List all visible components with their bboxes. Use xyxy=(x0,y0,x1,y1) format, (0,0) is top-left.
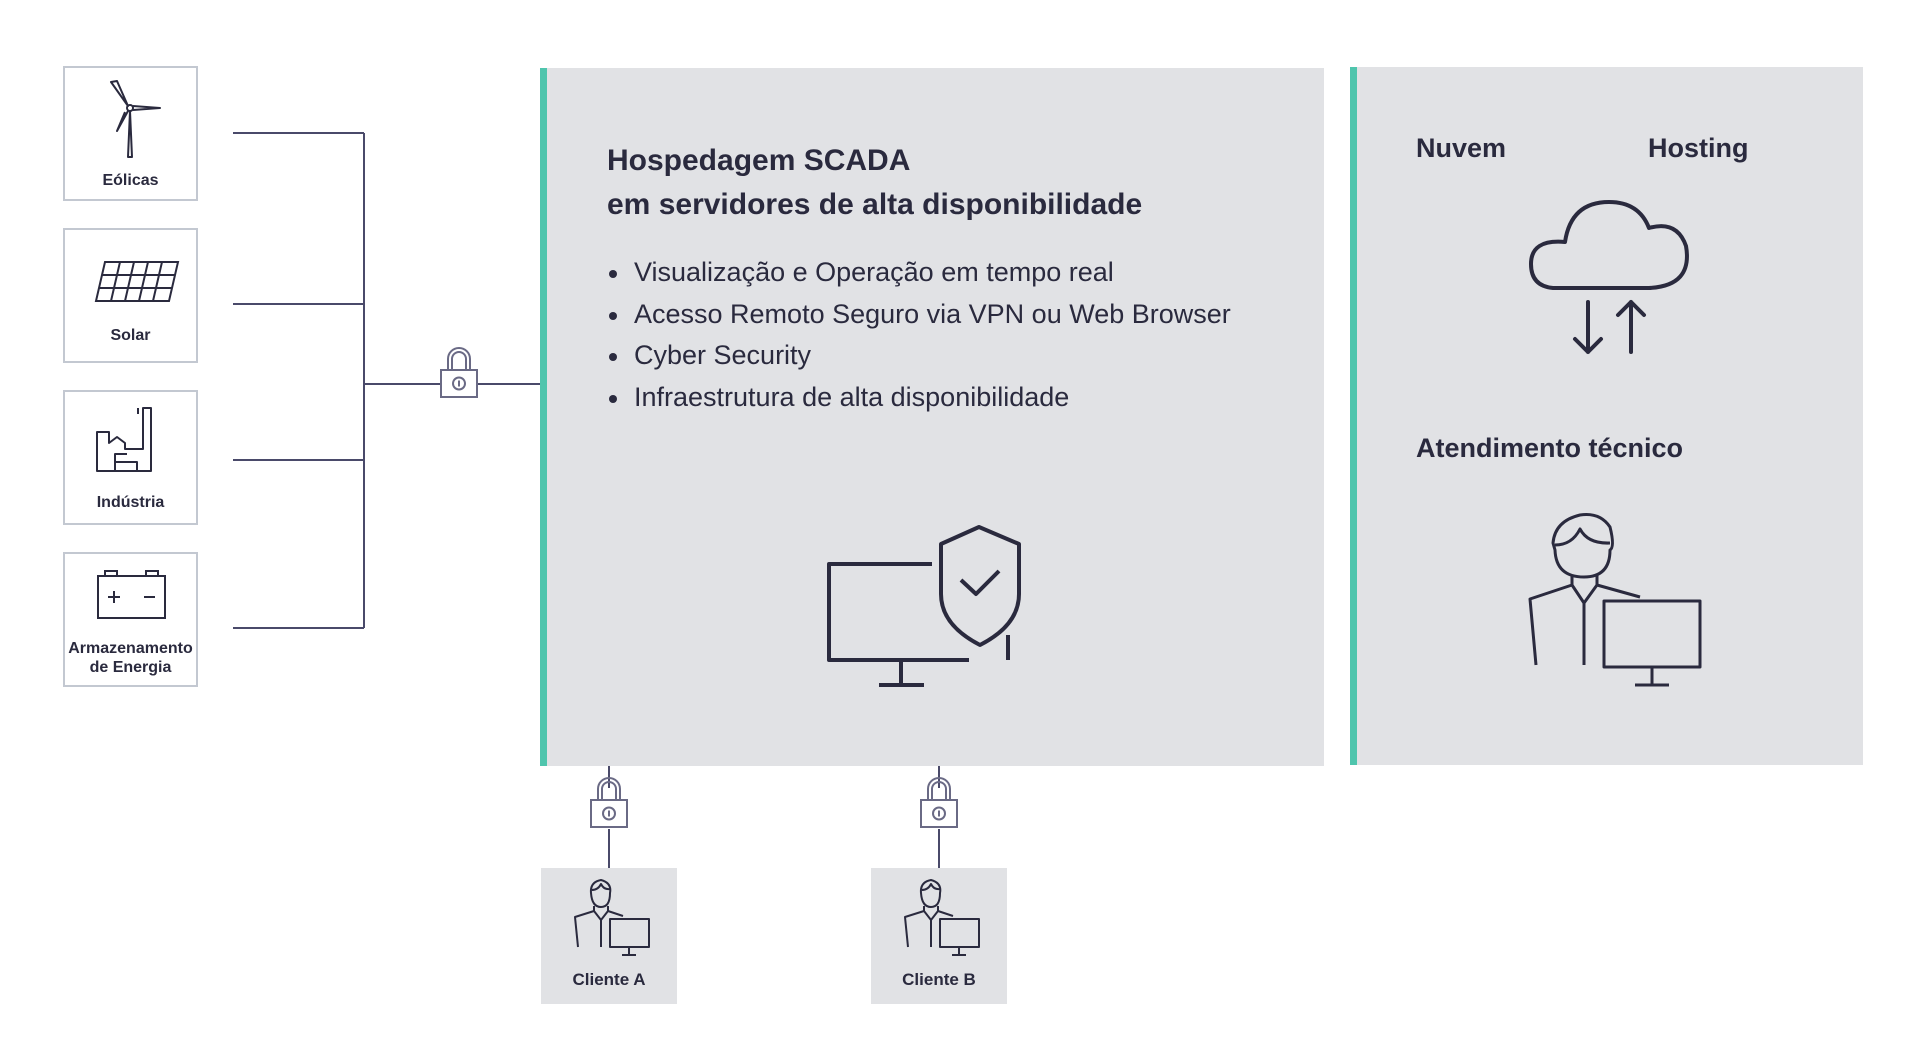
source-card-industria: Indústria xyxy=(63,390,198,525)
panel-title: Hospedagem SCADA em servidores de alta d… xyxy=(607,139,1142,227)
feature-list: Visualização e Operação em tempo real Ac… xyxy=(607,252,1231,418)
padlock-icon xyxy=(920,777,958,828)
client-card-b: Cliente B xyxy=(871,868,1007,1004)
battery-icon xyxy=(97,570,166,619)
cloud-hosting-panel: Nuvem Hosting Atendimento técnico xyxy=(1350,67,1863,765)
factory-icon xyxy=(96,407,152,472)
source-label: Indústria xyxy=(96,494,165,511)
client-label: Cliente A xyxy=(572,970,646,989)
feature-item: Cyber Security xyxy=(607,335,1231,377)
padlock-icon xyxy=(590,777,628,828)
feature-item: Acesso Remoto Seguro via VPN ou Web Brow… xyxy=(607,294,1231,336)
source-label: Eólicas xyxy=(102,172,159,189)
source-card-eolicas: Eólicas xyxy=(63,66,198,201)
user-computer-icon xyxy=(904,879,980,956)
cloud-heading: Nuvem xyxy=(1416,133,1507,163)
client-card-a: Cliente A xyxy=(541,868,677,1004)
cloud-sync-icon xyxy=(1529,200,1689,354)
scada-hosting-panel: Hospedagem SCADA em servidores de alta d… xyxy=(540,68,1324,766)
hosting-heading: Hosting xyxy=(1648,133,1749,163)
source-label: Armazenamento xyxy=(68,640,193,657)
feature-item: Infraestrutura de alta disponibilidade xyxy=(607,377,1231,419)
solar-panel-icon xyxy=(94,261,180,302)
wind-turbine-icon xyxy=(110,80,161,158)
source-label: de Energia xyxy=(89,659,172,676)
client-label: Cliente B xyxy=(902,970,976,989)
user-computer-icon xyxy=(574,879,650,956)
source-card-solar: Solar xyxy=(63,228,198,363)
feature-item: Visualização e Operação em tempo real xyxy=(607,252,1231,294)
support-heading: Atendimento técnico xyxy=(1416,433,1684,463)
source-card-armazenamento: Armazenamento de Energia xyxy=(63,552,198,687)
technician-icon xyxy=(1528,513,1702,687)
padlock-icon xyxy=(440,347,478,398)
title-line: Hospedagem SCADA xyxy=(607,144,911,177)
monitor-shield-icon xyxy=(827,525,1021,687)
source-label: Solar xyxy=(110,327,151,344)
title-line: em servidores de alta disponibilidade xyxy=(607,188,1143,221)
